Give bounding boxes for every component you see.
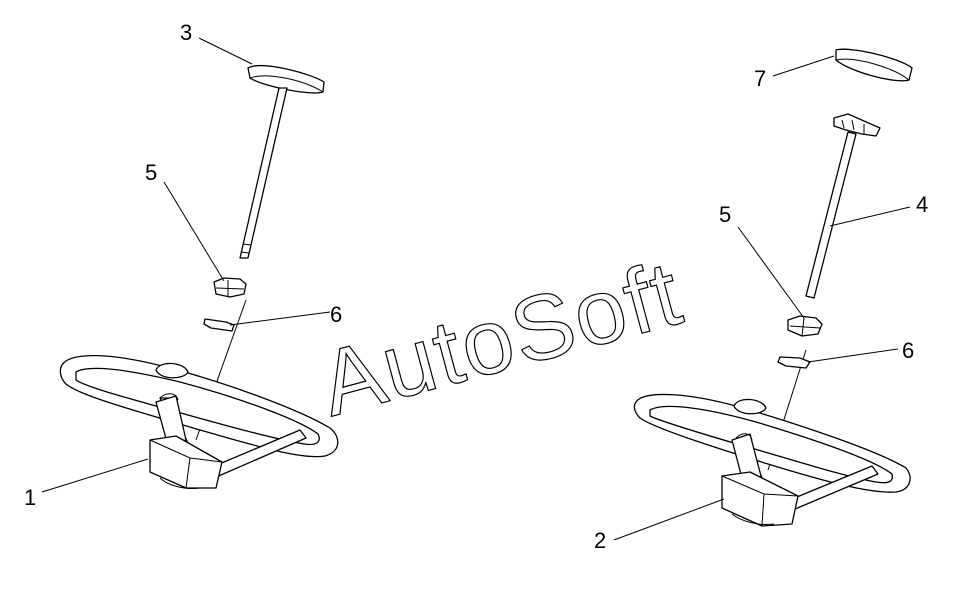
right-nut-part-5 — [787, 315, 823, 337]
left-steering-wheel-part-1 — [59, 354, 339, 489]
right-cap-part-7 — [835, 48, 913, 82]
callout-5-right: 5 — [719, 202, 731, 227]
leader-3 — [198, 37, 253, 65]
callout-7: 7 — [754, 66, 766, 91]
leader-lines — [41, 37, 911, 541]
left-cap-part-3 — [247, 64, 325, 94]
callout-4: 4 — [916, 192, 928, 217]
leader-1 — [41, 458, 149, 493]
leader-7 — [772, 55, 835, 77]
callout-2: 2 — [594, 528, 606, 553]
left-nut-part-5 — [213, 277, 247, 298]
right-rod-part-4 — [805, 113, 881, 299]
leader-4 — [829, 206, 911, 227]
callout-6-left: 6 — [330, 302, 342, 327]
left-rod — [239, 87, 288, 259]
callout-6-right: 6 — [902, 338, 914, 363]
callout-labels: 3 5 6 1 7 4 5 6 2 — [24, 20, 928, 553]
callout-3: 3 — [180, 20, 192, 45]
left-washer-part-6 — [203, 318, 235, 332]
leader-6-right — [807, 348, 899, 363]
leader-2 — [613, 498, 725, 541]
right-assembly — [633, 48, 913, 527]
callout-5-left: 5 — [145, 160, 157, 185]
leader-5-left — [163, 181, 225, 282]
right-washer-part-6 — [777, 356, 811, 369]
callout-1: 1 — [24, 485, 36, 510]
right-steering-wheel-part-2 — [633, 393, 911, 527]
left-assembly — [59, 64, 339, 489]
leader-5-right — [737, 226, 805, 319]
leader-6-left — [229, 311, 331, 326]
